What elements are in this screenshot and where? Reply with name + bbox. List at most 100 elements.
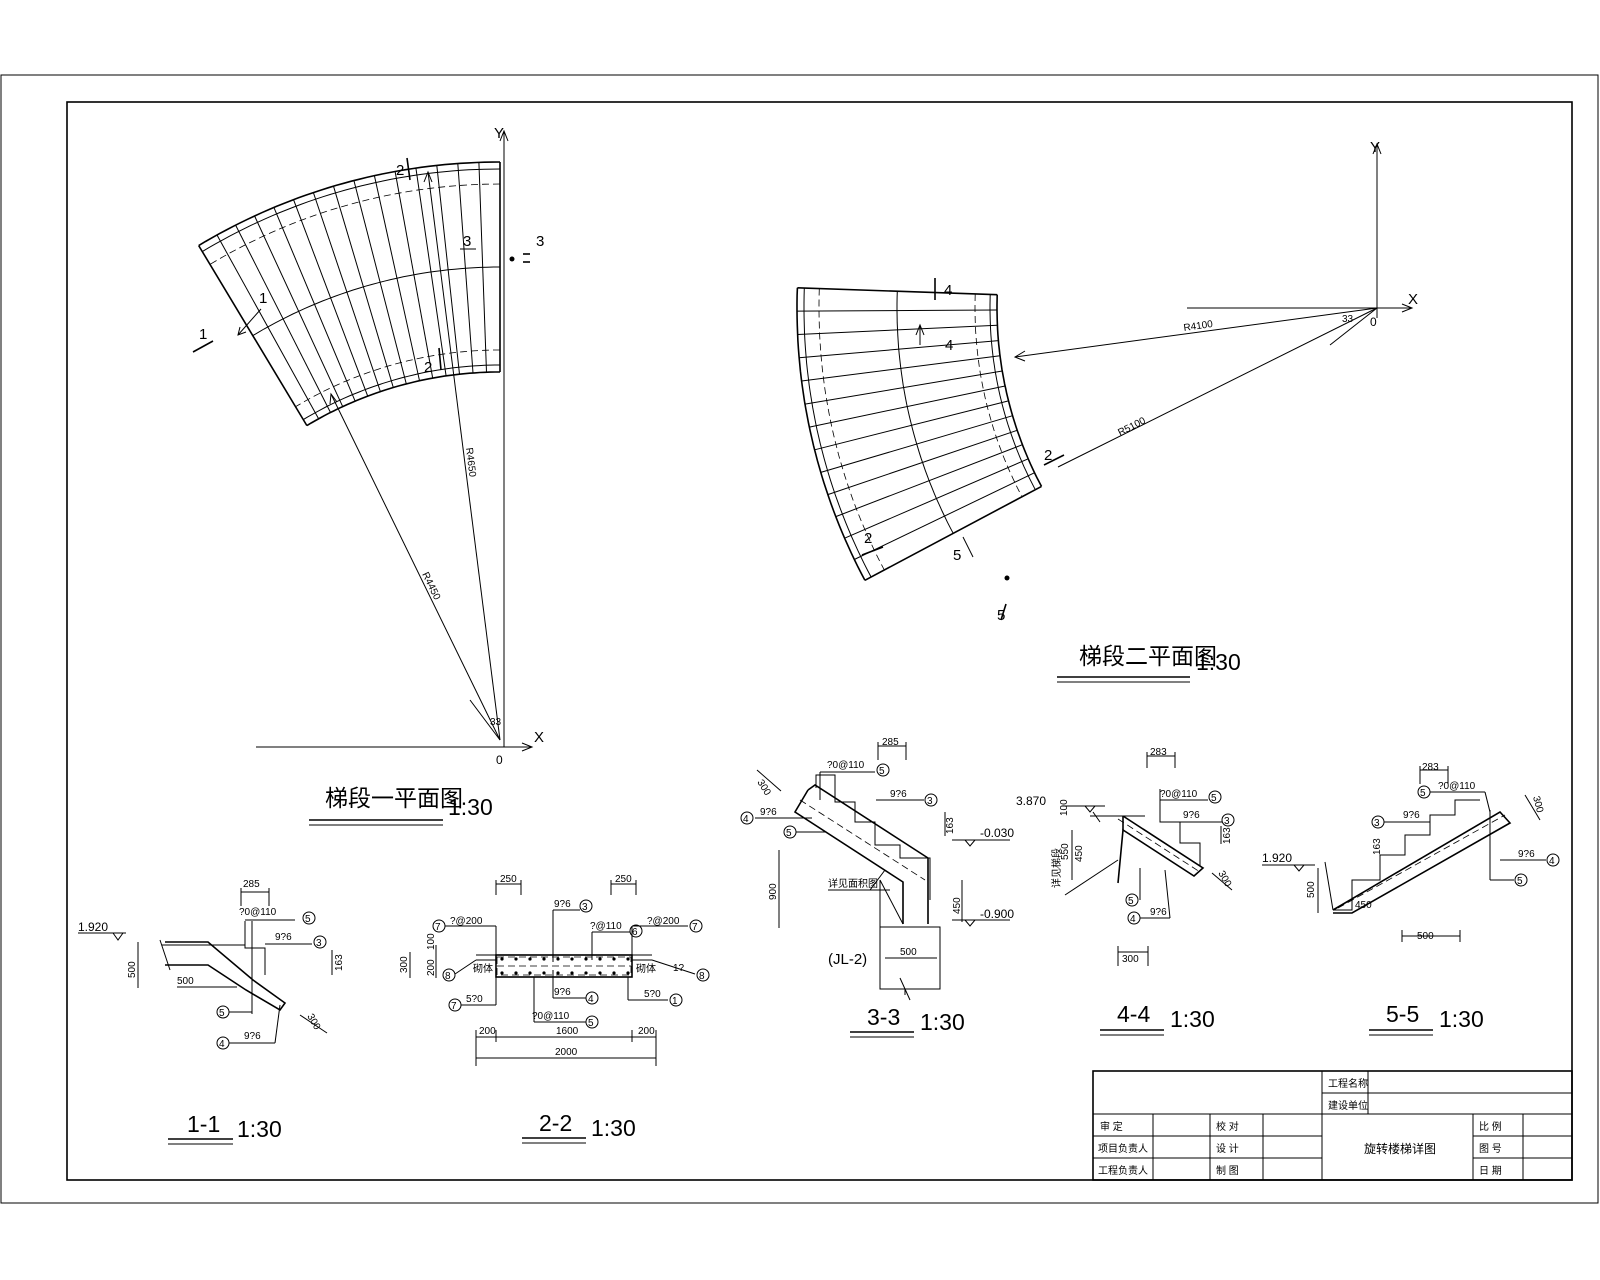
sec44-elev: 3.870 bbox=[1016, 794, 1046, 808]
plan1-origin-label: 0 bbox=[496, 753, 503, 767]
plan2-cut5-label: 5 bbox=[953, 547, 961, 564]
plan2-scale: 1:30 bbox=[1196, 649, 1241, 675]
sec11-dim285: 285 bbox=[243, 879, 260, 890]
sec44-dim300a: 300 bbox=[1215, 869, 1233, 889]
sec33-title: 3-3 bbox=[867, 1004, 900, 1030]
sec22-callout7a: 7 bbox=[435, 922, 441, 933]
tb-engineer-lead: 工程负责人 bbox=[1098, 1164, 1148, 1177]
sec22-dim1600: 1600 bbox=[556, 1026, 579, 1037]
sec55-elev: 1.920 bbox=[1262, 851, 1292, 865]
sec44-scale: 1:30 bbox=[1170, 1006, 1215, 1032]
sec55-bar4: 9?6 bbox=[1518, 849, 1535, 860]
sec44-dim100: 100 bbox=[1059, 799, 1070, 816]
tb-drawing-title: 旋转楼梯详图 bbox=[1364, 1141, 1436, 1156]
sec22-dim300: 300 bbox=[399, 956, 410, 973]
plan1-radius-outer bbox=[427, 171, 501, 741]
sec44-note: 详见梯段 bbox=[1050, 848, 1063, 888]
sec55-callout5b: 5 bbox=[1517, 876, 1523, 887]
sec33-note: 详见面积图 bbox=[828, 877, 878, 890]
sec11-bar5: ?0@110 bbox=[239, 907, 277, 918]
plan1-axis-x-label: X bbox=[534, 729, 544, 746]
plan1-cut1-left: 1 bbox=[199, 326, 207, 343]
plan2-radius-b bbox=[1057, 307, 1378, 468]
tb-approved: 审 定 bbox=[1100, 1120, 1123, 1133]
sec55-dim300: 300 bbox=[1530, 795, 1545, 814]
plan-2: Y X 0 33 R4100 R5100 4 4 2 2 5 5 梯段二平面图 … bbox=[796, 139, 1418, 683]
sec33-dim900: 900 bbox=[768, 883, 779, 900]
tb-checked: 校 对 bbox=[1216, 1120, 1239, 1133]
sec11-callout5b: 5 bbox=[219, 1008, 225, 1019]
plan1-cut1-label: 1 bbox=[259, 290, 267, 307]
sec22-label-right: 砌体 bbox=[636, 963, 656, 975]
sec44-bar3: 9?6 bbox=[1183, 810, 1200, 821]
sec11-callout4: 4 bbox=[219, 1039, 225, 1050]
inner-frame bbox=[66, 101, 1573, 1181]
plan1-radius-inner-label: R4450 bbox=[419, 570, 442, 602]
section-2-2: 砌体 砌体 250 250 300 100 200 200 1600 200 2… bbox=[399, 874, 710, 1144]
sec33-bar3: 9?6 bbox=[890, 789, 907, 800]
sec33-bar5: ?0@110 bbox=[827, 760, 865, 771]
sec44-callout4: 4 bbox=[1130, 914, 1136, 925]
plan1-title: 梯段一平面图 bbox=[325, 785, 463, 811]
sec55-dim163: 163 bbox=[1372, 838, 1383, 855]
sec22-bar3a: 9?6 bbox=[554, 899, 571, 910]
sec22-bar8: 1? bbox=[673, 963, 685, 974]
sec33-elev1: -0.030 bbox=[980, 826, 1014, 840]
sec55-title: 5-5 bbox=[1386, 1001, 1419, 1027]
sec44-dim283: 283 bbox=[1150, 747, 1167, 758]
sec22-dim200b: 200 bbox=[638, 1026, 655, 1037]
plan1-scale: 1:30 bbox=[448, 794, 493, 820]
sec11-bar3: 9?6 bbox=[275, 932, 292, 943]
section-1-1: 285 500 500 163 300 1.920 ?0@110 5 9?6 3… bbox=[78, 879, 345, 1145]
sec44-title: 4-4 bbox=[1117, 1001, 1150, 1027]
title-block: 工程名称 建设单位 审 定 项目负责人 工程负责人 校 对 设 计 制 图 旋转… bbox=[1092, 1070, 1573, 1181]
sec22-callout7b: 7 bbox=[692, 922, 698, 933]
sec22-title: 2-2 bbox=[539, 1110, 572, 1136]
sec22-dim2000: 2000 bbox=[555, 1047, 578, 1058]
plan2-cut2-left: 2 bbox=[864, 530, 872, 547]
plan1-radius-inner bbox=[330, 393, 501, 741]
sec55-scale: 1:30 bbox=[1439, 1006, 1484, 1032]
sec22-callout6: 6 bbox=[632, 927, 638, 938]
plan1-axis-y-label: Y bbox=[494, 125, 504, 142]
sec55-bar3: 9?6 bbox=[1403, 810, 1420, 821]
sec55-callout3: 3 bbox=[1374, 818, 1380, 829]
tb-designed: 设 计 bbox=[1216, 1142, 1239, 1155]
plan1-cut3-right: 3 bbox=[536, 233, 544, 250]
plan1-cut2-bottom: 2 bbox=[424, 359, 432, 376]
tb-client: 建设单位 bbox=[1328, 1099, 1368, 1112]
sec11-dim500b: 500 bbox=[177, 976, 194, 987]
sec22-callout8a: 8 bbox=[445, 971, 451, 982]
sec22-dim250a: 250 bbox=[500, 874, 517, 885]
sec33-elev2: -0.900 bbox=[980, 907, 1014, 921]
plan-1: Y X 0 33 R4450 R4650 2 2 1 1 3 3 梯段一平面图 … bbox=[192, 125, 544, 826]
tb-project-name: 工程名称 bbox=[1328, 1077, 1368, 1090]
tb-drawing-no: 图 号 bbox=[1479, 1143, 1502, 1155]
sec44-dim550: 550 bbox=[1060, 843, 1071, 860]
plan2-radius-a-label: R4100 bbox=[1183, 319, 1214, 334]
sec33-callout3: 3 bbox=[927, 796, 933, 807]
plan1-cut2-top: 2 bbox=[396, 162, 404, 179]
sec22-scale: 1:30 bbox=[591, 1115, 636, 1141]
plan1-cut3-left: 3 bbox=[463, 233, 471, 250]
sec33-scale: 1:30 bbox=[920, 1009, 965, 1035]
sec33-dim163: 163 bbox=[945, 817, 956, 834]
section-5-5: 283 300 1.920 163 500 450 500 ?0@110 5 9… bbox=[1262, 762, 1560, 1036]
plan1-radius-outer-label: R4650 bbox=[463, 447, 478, 478]
sec11-callout5a: 5 bbox=[305, 914, 311, 925]
plan2-title: 梯段二平面图 bbox=[1079, 643, 1217, 669]
sec33-beam: (JL-2) bbox=[828, 951, 867, 968]
sec33-bar4: 9?6 bbox=[760, 807, 777, 818]
sec11-callout3: 3 bbox=[316, 938, 322, 949]
sec44-dim300b: 300 bbox=[1122, 954, 1139, 965]
sec22-bar7b: ?@200 bbox=[647, 916, 680, 927]
section-4-4: 283 3.870 100 550 450 163 300 300 ?0@110… bbox=[1016, 747, 1235, 1036]
plan2-cut4-top: 4 bbox=[944, 282, 952, 299]
sec33-dim450: 450 bbox=[952, 897, 963, 914]
sec22-callout4: 4 bbox=[588, 994, 594, 1005]
sec22-bar6: ?@110 bbox=[590, 921, 622, 932]
tb-date: 日 期 bbox=[1479, 1165, 1502, 1177]
sec44-bar4: 9?6 bbox=[1150, 907, 1167, 918]
plan2-radius-a bbox=[1014, 307, 1378, 358]
